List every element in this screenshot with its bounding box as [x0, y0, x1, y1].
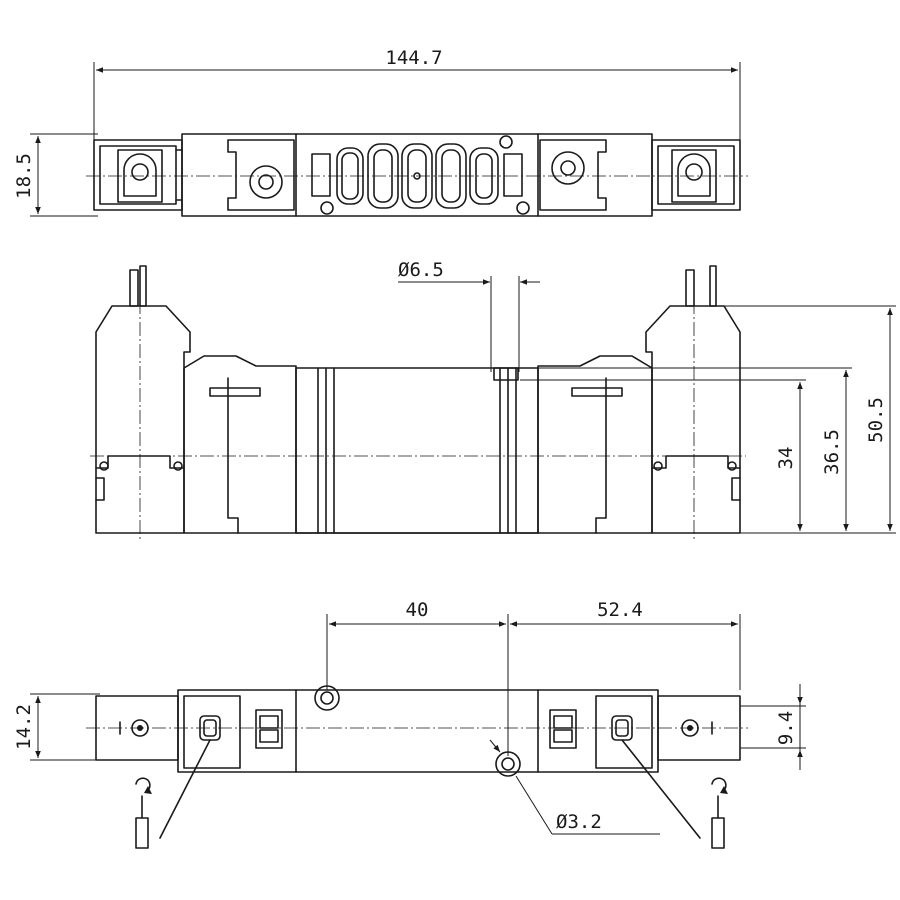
bottom-main-body — [177, 685, 659, 777]
bottom-view: 40 52.4 14.2 9.4 — [13, 599, 806, 849]
dimension-heights: 34 36.5 50.5 — [520, 305, 896, 534]
dimension-spacing: 40 52.4 — [326, 599, 741, 756]
bottom-mounting-hole-2 — [495, 751, 521, 777]
dimension-top-height: 18.5 — [13, 133, 98, 217]
dimension-label-50-5: 50.5 — [865, 397, 887, 443]
dimension-label-34: 34 — [775, 447, 797, 470]
dimension-label-hole-diameter: Ø3.2 — [556, 811, 602, 833]
dimension-label-bottom-height: 14.2 — [13, 704, 35, 750]
top-right-rotary — [551, 151, 585, 185]
dimension-bottom-height: 14.2 — [13, 693, 100, 761]
dimension-hole-diameter: Ø3.2 — [489, 739, 660, 835]
dimension-label-52-4: 52.4 — [597, 599, 643, 621]
top-main-body — [181, 133, 653, 217]
side-view: Ø6.5 — [90, 259, 896, 540]
dimension-label-inner-height: 9.4 — [775, 711, 797, 745]
side-main-body — [183, 355, 653, 534]
dimension-label-40: 40 — [406, 599, 429, 621]
dimension-label-top-height: 18.5 — [13, 153, 35, 199]
dimension-overall-length: 144.7 — [93, 47, 741, 140]
bottom-mounting-hole-1 — [314, 685, 340, 711]
screwdriver-icon-left — [135, 739, 211, 849]
side-port — [493, 367, 519, 381]
side-center-block — [295, 367, 539, 534]
dimension-label-port-diameter: Ø6.5 — [398, 259, 444, 281]
top-right-solenoid — [651, 139, 741, 211]
dimension-inner-height: 9.4 — [740, 684, 806, 770]
top-left-solenoid — [93, 139, 183, 211]
screwdriver-icon-right — [621, 739, 728, 849]
top-mounting-hole — [499, 135, 513, 149]
dimension-label-36-5: 36.5 — [821, 429, 843, 475]
top-view: 144.7 18.5 — [13, 47, 748, 217]
clip-left — [255, 709, 283, 749]
top-left-rotary — [249, 165, 283, 199]
side-left-solenoid — [95, 265, 191, 534]
clip-right — [549, 709, 577, 749]
dimension-port-diameter: Ø6.5 — [398, 259, 540, 372]
dimension-label-overall-length: 144.7 — [385, 47, 442, 69]
